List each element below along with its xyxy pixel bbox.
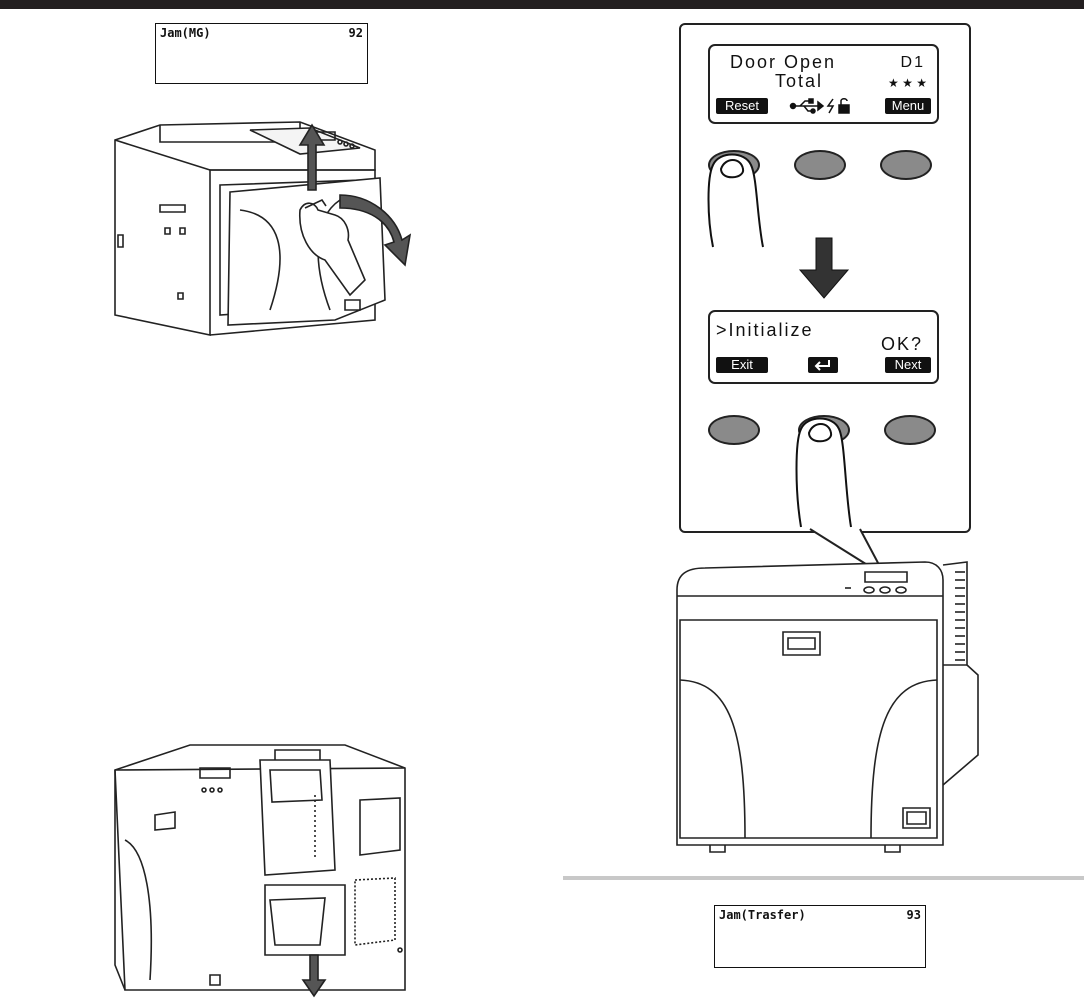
lcd-line2: Total <box>775 71 823 92</box>
unlock-icon <box>838 98 850 114</box>
lcd-line1: Door Open <box>730 52 836 73</box>
top-rule <box>0 0 1084 9</box>
operation-panel-callout: Door Open D1 Total ★ ★ ★ Reset Menu <box>679 23 971 533</box>
usb-icon <box>790 98 824 114</box>
lcd-jam-transfer: Jam(Trasfer) 93 <box>714 905 926 968</box>
power-icon <box>826 98 836 114</box>
lcd-status-code: D1 <box>901 54 925 72</box>
finger-press-center-icon <box>791 411 857 531</box>
printer-door-open-illustration <box>100 110 430 340</box>
printer-front-illustration <box>675 560 980 860</box>
lcd-message: Jam(Trasfer) <box>719 908 806 922</box>
lcd-jam-mg: Jam(MG) 92 <box>155 23 368 84</box>
down-arrow-icon <box>798 238 850 300</box>
menu-key-label: Menu <box>885 98 931 114</box>
lcd-stars: ★ ★ ★ <box>888 76 927 90</box>
finger-press-left-icon <box>703 147 769 252</box>
next-key-label: Next <box>885 357 931 373</box>
printer-film-pull-illustration <box>100 740 410 999</box>
reset-key-label: Reset <box>716 98 768 114</box>
lcd-message: Jam(MG) <box>160 26 211 40</box>
panel-center-button[interactable] <box>794 150 846 180</box>
enter-key-icon <box>808 357 838 373</box>
lcd-display-initialize: >Initialize OK? Exit Next <box>708 310 939 384</box>
panel-right-button[interactable] <box>880 150 932 180</box>
lcd-display-door-open: Door Open D1 Total ★ ★ ★ Reset Menu <box>708 44 939 124</box>
exit-key-label: Exit <box>716 357 768 373</box>
panel-left-button-2[interactable] <box>708 415 760 445</box>
return-arrow-icon <box>814 359 832 371</box>
lcd-code: 92 <box>349 26 363 40</box>
lcd-ok-prompt: OK? <box>881 334 923 355</box>
lcd-code: 93 <box>907 908 921 922</box>
section-divider <box>563 876 1084 880</box>
lcd-initialize-line: >Initialize <box>716 320 814 341</box>
panel-right-button-2[interactable] <box>884 415 936 445</box>
